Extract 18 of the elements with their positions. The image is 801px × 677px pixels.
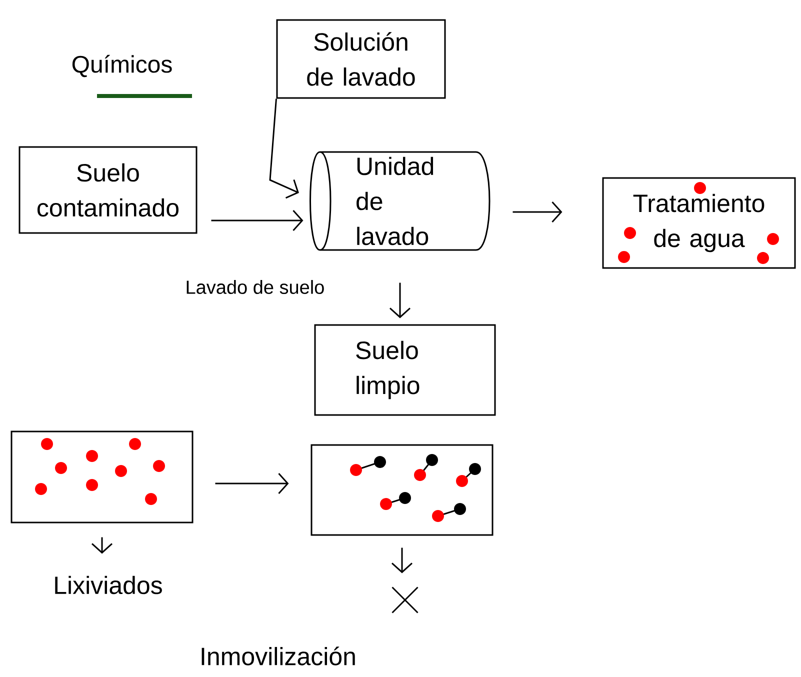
arrow [269,98,299,199]
treatment-box: Tratamiento de agua [602,177,796,269]
particles-box [310,444,494,536]
arrow [211,210,304,231]
caption-text: Lavado de suelo [186,280,324,294]
particles-box [10,430,194,524]
arrow [392,548,412,574]
arrow [512,202,562,222]
washing-unit-cylinder: Unidad de lavado [310,151,490,251]
outlet-label: Lixiviados [55,576,162,594]
legend-item: Químicos [72,54,192,98]
process-box: Solución de lavado [276,19,446,99]
caption-text: Inmovilización [202,646,355,666]
arrow [390,282,410,318]
arrow [215,473,289,494]
process-box: Suelo limpio [314,324,496,416]
process-box: Suelo contaminado [18,146,198,234]
cross-mark [392,586,418,614]
